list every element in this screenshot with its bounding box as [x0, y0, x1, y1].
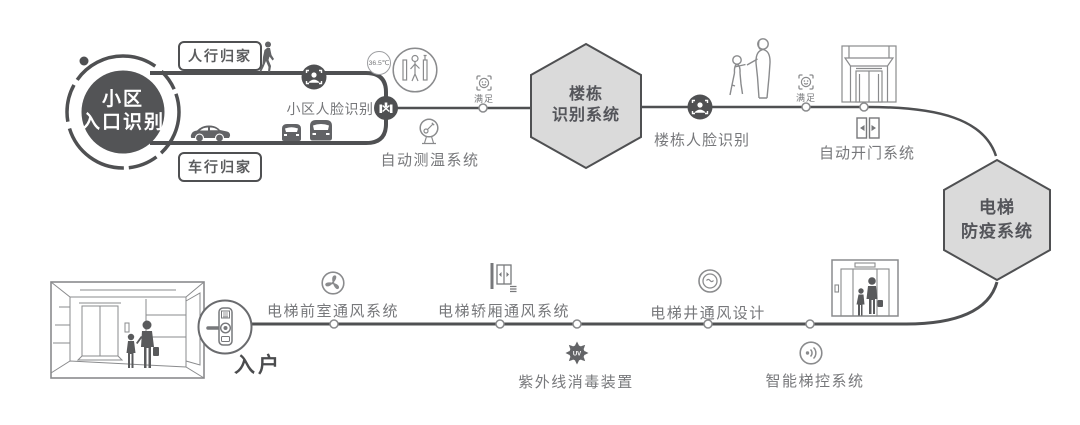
uv-label: 紫外线消毒装置	[518, 374, 634, 391]
elevator-hex-line2: 防疫系统	[961, 222, 1033, 241]
entry-circle-title: 小区 入口识别	[63, 88, 183, 134]
temperature-badge: 36.5℃	[367, 51, 391, 75]
front-room-vent-label: 电梯前室通风系统	[266, 303, 399, 320]
building-hex-line2: 识别系统	[551, 107, 620, 124]
entry-circle-ring-dot	[79, 56, 89, 66]
entry-circle-core	[81, 70, 165, 154]
line-node-dots	[329, 102, 869, 329]
satisfied-smiley-badge	[476, 75, 492, 91]
building-hex-line1: 楼栋	[568, 86, 603, 103]
uv-disinfection-icon: UV	[565, 341, 589, 365]
building-entrance-illustration	[841, 45, 897, 103]
entry-home-label: 入户	[234, 354, 282, 377]
satisfied-label-1: 满足	[473, 94, 494, 104]
car-front-icon	[282, 120, 332, 141]
pedestrian-branch-label: 人行归家	[178, 41, 262, 71]
temperature-check-illustration	[392, 47, 438, 93]
entry-circle-ring	[65, 54, 181, 170]
auto-temp-label: 自动测温系统	[380, 152, 480, 169]
cabin-vent-label: 电梯轿厢通风系统	[437, 303, 570, 320]
shaft-vent-icon	[698, 269, 722, 293]
lobby-illustration	[50, 281, 205, 379]
face-recognition-icon	[301, 64, 327, 90]
elevator-hexagon	[943, 158, 1051, 282]
vehicle-branch-label: 车行归家	[178, 152, 262, 182]
elevator-hex-line1: 电梯	[979, 198, 1015, 217]
uv-icon-text: UV	[573, 351, 581, 357]
turnstile-gate-icon	[374, 96, 398, 120]
satisfied-label-2: 满足	[795, 93, 816, 103]
auto-door-label: 自动开门系统	[818, 145, 915, 162]
entry-circle-line2: 入口识别	[80, 112, 165, 133]
shaft-vent-label: 电梯井通风设计	[650, 305, 766, 322]
elevator-hex-title: 电梯 防疫系统	[944, 196, 1050, 244]
smart-control-label: 智能梯控系统	[765, 373, 865, 390]
car-side-icon	[190, 125, 231, 142]
bottom-row-line	[252, 281, 999, 326]
building-face-label: 楼栋人脸识别	[653, 132, 750, 149]
building-hexagon	[530, 42, 642, 170]
thermometer-icon	[419, 118, 439, 145]
building-hex-title: 楼栋 识别系统	[531, 84, 641, 126]
door-open-icon	[856, 117, 880, 139]
walking-person-icon	[259, 41, 274, 72]
community-face-label: 小区人脸识别	[286, 101, 374, 117]
fan-icon	[321, 271, 345, 295]
smart-lock-icon	[197, 299, 253, 355]
entry-circle-line1: 小区	[101, 89, 144, 110]
smart-control-wave-icon	[799, 341, 823, 365]
satisfied-smiley-badge	[798, 74, 814, 90]
elevator-people-illustration	[831, 259, 899, 317]
face-recognition-icon	[687, 94, 713, 120]
adult-child-illustration	[729, 38, 771, 99]
to-elevator-hex-line	[641, 105, 998, 157]
cabin-vent-icon	[490, 263, 517, 293]
